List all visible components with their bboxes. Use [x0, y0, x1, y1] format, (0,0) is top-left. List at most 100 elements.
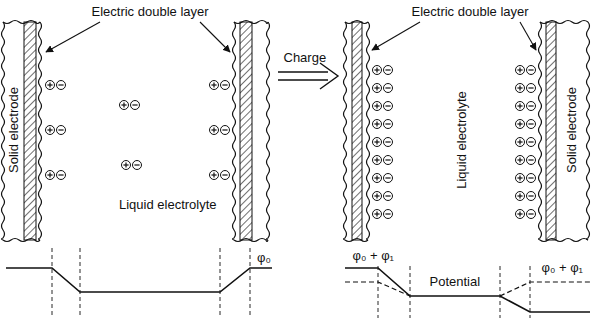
potential-value: φ₀ + φ₁	[353, 249, 394, 263]
leader-arrow	[372, 22, 420, 50]
ion-sign	[58, 129, 63, 130]
ion-sign	[49, 172, 50, 177]
ion-sign	[376, 157, 377, 162]
ion-sign	[519, 139, 520, 144]
ion-circle	[384, 138, 393, 147]
layer-label: Electric double layer	[412, 5, 529, 19]
ion-circle	[221, 126, 230, 135]
ion-sign	[519, 157, 520, 162]
electrode-hatch	[240, 22, 252, 240]
ion-sign	[376, 67, 377, 72]
ion-circle	[373, 84, 382, 93]
anion-symbol	[527, 84, 536, 93]
anion-symbol	[527, 210, 536, 219]
ion-sign	[58, 84, 63, 85]
boundary-line	[500, 266, 501, 318]
ion-sign	[49, 127, 50, 132]
layer-label: Electric double layer	[92, 5, 209, 19]
ion-sign	[528, 159, 533, 160]
wavy-boundary	[39, 22, 42, 240]
process-label: Charge	[284, 51, 327, 65]
boundary-line	[250, 248, 251, 318]
ion-circle	[221, 171, 230, 180]
leader-arrow	[200, 22, 230, 52]
ion-sign	[385, 159, 390, 160]
anion-symbol	[527, 192, 536, 201]
electrode-hatch	[24, 22, 36, 240]
anion-symbol	[133, 161, 142, 170]
ion-circle	[46, 171, 55, 180]
potential-curve-initial	[345, 282, 410, 296]
ion-sign	[519, 67, 520, 72]
leader-arrow	[520, 22, 536, 50]
ion-circle	[122, 161, 131, 170]
anion-symbol	[527, 156, 536, 165]
cation-symbol	[373, 102, 382, 111]
ion-circle	[131, 101, 140, 110]
cation-symbol	[516, 210, 525, 219]
ion-circle	[46, 126, 55, 135]
ion-circle	[527, 156, 536, 165]
ion-sign	[222, 174, 227, 175]
wavy-boundary	[2, 22, 5, 240]
electrolyte-label: Liquid electrolyte	[455, 91, 469, 189]
electrode-label: Solid electrode	[7, 87, 21, 173]
arrow-head	[320, 63, 338, 89]
ion-sign	[385, 195, 390, 196]
cation-symbol	[210, 81, 219, 90]
ion-circle	[57, 126, 66, 135]
ion-circle	[57, 171, 66, 180]
ion-sign	[519, 211, 520, 216]
cation-symbol	[210, 126, 219, 135]
ion-circle	[527, 84, 536, 93]
ion-sign	[385, 177, 390, 178]
ion-sign	[528, 87, 533, 88]
cation-symbol	[373, 192, 382, 201]
electrode-walls	[2, 21, 590, 242]
wavy-boundary	[587, 22, 590, 240]
axis-label: Potential	[430, 275, 481, 289]
electrode-label: Solid electrode	[565, 87, 579, 173]
ion-circle	[516, 102, 525, 111]
ion-sign	[376, 211, 377, 216]
ion-sign	[213, 82, 214, 87]
ion-sign	[376, 85, 377, 90]
ion-circle	[373, 192, 382, 201]
anion-symbol	[384, 210, 393, 219]
ion-circle	[384, 120, 393, 129]
cation-symbol	[373, 66, 382, 75]
ion-circle	[527, 66, 536, 75]
ion-sign	[385, 87, 390, 88]
ion-circle	[527, 210, 536, 219]
ions	[46, 66, 536, 219]
wavy-boundary	[233, 22, 236, 240]
ion-circle	[516, 156, 525, 165]
ion-sign	[376, 139, 377, 144]
anion-symbol	[384, 138, 393, 147]
cation-symbol	[516, 156, 525, 165]
ion-circle	[373, 210, 382, 219]
anion-symbol	[384, 102, 393, 111]
ion-sign	[222, 84, 227, 85]
anion-symbol	[221, 81, 230, 90]
cation-symbol	[373, 84, 382, 93]
boundary-line	[80, 248, 81, 318]
cation-symbol	[46, 81, 55, 90]
ion-sign	[49, 82, 50, 87]
ion-sign	[528, 213, 533, 214]
boundary-line	[410, 266, 411, 318]
ion-sign	[519, 121, 520, 126]
ion-circle	[516, 192, 525, 201]
anion-symbol	[221, 126, 230, 135]
anion-symbol	[384, 120, 393, 129]
cation-symbol	[46, 171, 55, 180]
ion-sign	[385, 213, 390, 214]
ion-sign	[385, 105, 390, 106]
cation-symbol	[373, 156, 382, 165]
ion-circle	[384, 210, 393, 219]
ion-circle	[527, 192, 536, 201]
ion-sign	[528, 141, 533, 142]
anion-symbol	[221, 171, 230, 180]
ion-circle	[373, 138, 382, 147]
